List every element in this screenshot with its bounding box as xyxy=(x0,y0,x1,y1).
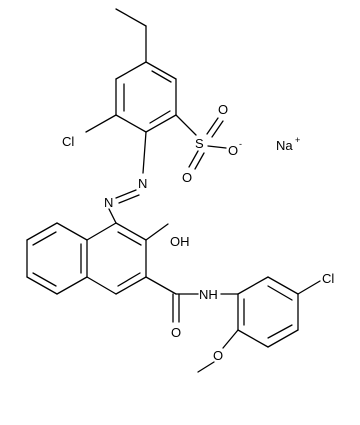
negative-charge: - xyxy=(239,139,242,149)
nitrogen-atom-lower: N xyxy=(104,195,113,210)
n-c-bond-lower xyxy=(108,208,117,224)
chlorine-atom-bottom: Cl xyxy=(322,271,334,286)
sulfur-atom: S xyxy=(195,136,204,151)
c-n-bond-upper xyxy=(142,131,147,174)
ethyl-group xyxy=(115,8,147,63)
sodium-ion: Na xyxy=(276,138,293,153)
positive-charge: + xyxy=(295,135,300,145)
nitrogen-atom-upper: N xyxy=(138,176,147,191)
hydroxyl-group: OH xyxy=(170,234,190,249)
c-o-bond-methoxy xyxy=(222,329,239,349)
s-o-double-bond-down xyxy=(188,150,205,170)
oxygen-atom-sulfonyl-2: O xyxy=(182,170,192,185)
oxygen-atom-sulfonyl-1: O xyxy=(218,102,228,117)
c-s-bond xyxy=(175,114,197,136)
amide-nh: NH xyxy=(199,287,218,302)
oxygen-atom-amide: O xyxy=(171,325,181,340)
top-benzene-ring xyxy=(115,61,177,133)
c-cl-bond-bottom xyxy=(297,280,321,295)
naphthalene-left-ring xyxy=(26,222,88,295)
o-methyl-bond xyxy=(197,361,215,373)
oxygen-atom-anion: O xyxy=(228,143,238,158)
oxygen-atom-methoxy: O xyxy=(213,348,223,363)
c-cl-bond-top xyxy=(85,114,117,133)
c-carbonyl-bond xyxy=(145,276,177,295)
chloromethoxyphenyl-ring xyxy=(237,276,299,348)
s-o-single-bond xyxy=(207,145,227,149)
s-o-double-bond-up xyxy=(206,117,224,138)
c-o-double-bond-amide xyxy=(172,293,180,323)
n-n-double-bond xyxy=(115,189,140,204)
chlorine-atom-top: Cl xyxy=(62,134,74,149)
c-oh-bond xyxy=(145,223,169,241)
naphthalene-right-ring xyxy=(86,222,147,295)
